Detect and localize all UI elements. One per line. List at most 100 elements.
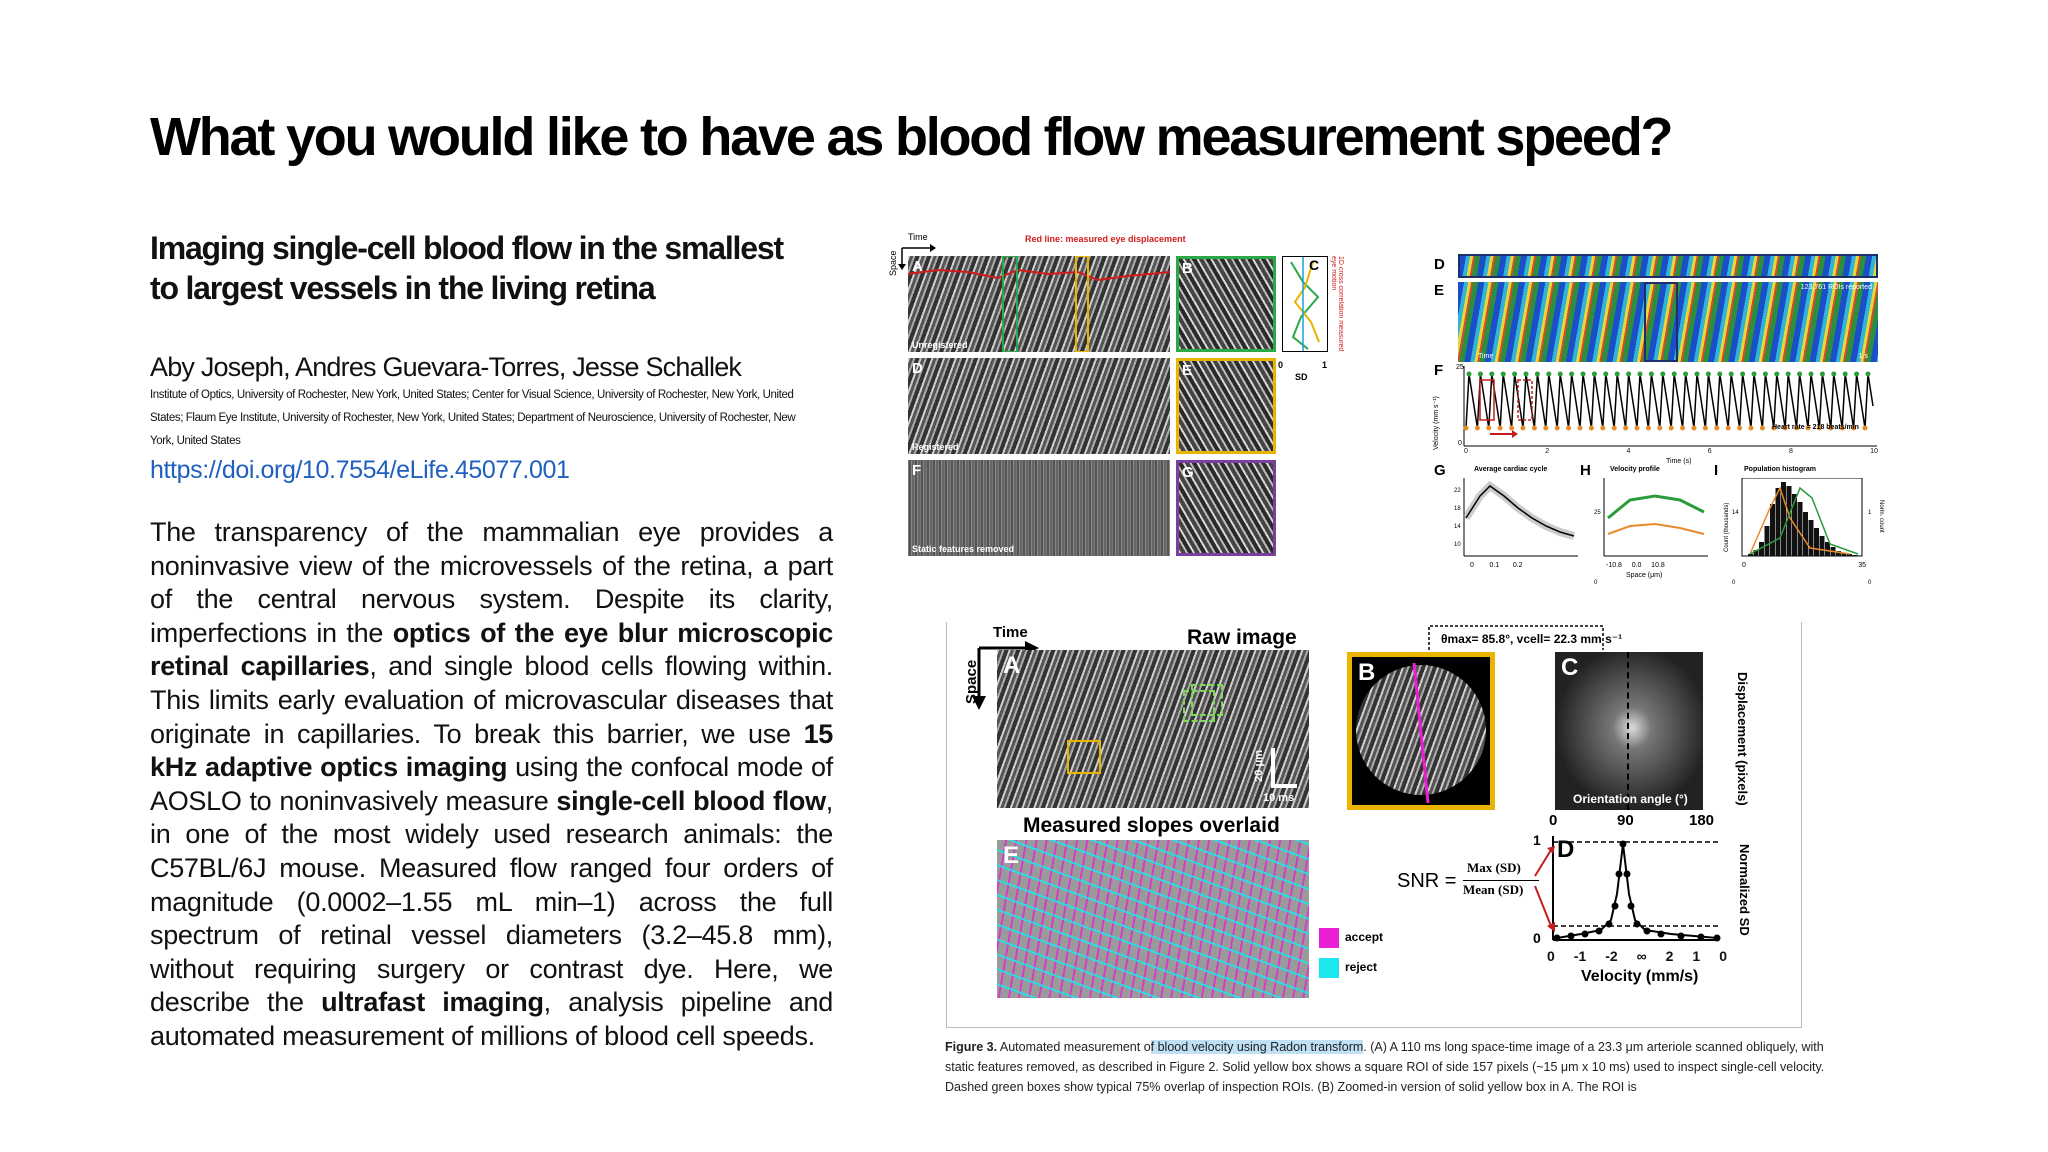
fig2-velocity-trace [1463, 366, 1877, 447]
tick: -1 [1573, 948, 1587, 964]
peak-dot [1694, 371, 1700, 377]
fig1-panel-a: A Unregistered [908, 256, 1170, 352]
fig2-f-tick: 6 [1707, 448, 1712, 455]
snr-dot [1619, 840, 1627, 848]
figure-1: Time Space Red line: measured eye displa… [888, 232, 1390, 563]
trough-dot [1474, 425, 1480, 431]
hist-bar [1825, 542, 1830, 556]
fig2-velocity-profile-plot [1603, 478, 1708, 557]
hist-bar [1781, 482, 1786, 556]
doi-link[interactable]: https://doi.org/10.7554/eLife.45077.001 [150, 456, 570, 484]
figure-2: D E 123,761 ROIs reported Time 1 s F 25 … [1430, 250, 1890, 586]
trough-dot [1588, 425, 1594, 431]
peak-dot [1660, 371, 1666, 377]
abstract-bold: 15 kHz adaptive optics imaging [150, 718, 833, 783]
fig3-raw-image-label: Raw image [1187, 626, 1297, 649]
hist-bar [1764, 526, 1770, 556]
abstract-bold: single-cell blood flow [556, 785, 826, 816]
scale-bar-icon [1271, 748, 1297, 788]
fig1-c-label: C [1309, 257, 1320, 273]
fig3-a-label: A [1003, 652, 1021, 679]
peak-dot [1785, 371, 1791, 377]
trough-dot [1497, 425, 1503, 431]
fig3-green-roi [1183, 690, 1215, 722]
fig2-f-tick: 0 [1464, 448, 1468, 455]
peak-dot [1489, 371, 1495, 377]
peak-dot [1523, 371, 1529, 377]
peak-dot [1854, 371, 1860, 377]
trough-dot [1759, 425, 1765, 431]
fig3-panel-c: C Orientation angle (°) [1555, 652, 1703, 810]
fig1-sd-label: SD [1295, 372, 1308, 382]
trough-dot [1486, 425, 1492, 431]
tick: 0 [1732, 580, 1736, 586]
fig1-e-label: E [1182, 362, 1193, 379]
fig2-cardiac-cycle-plot [1462, 478, 1578, 557]
peak-dot [1591, 371, 1597, 377]
fig1-time-label: Time [908, 232, 928, 242]
abstract-segment: using the confocal mode of AOSLO to noni… [150, 752, 833, 816]
tick: 0.2 [1512, 562, 1523, 569]
abstract-segment: , in one of the most widely used researc… [150, 785, 833, 1018]
correlation-curve-icon [1290, 257, 1320, 351]
trough-dot [1851, 425, 1857, 431]
fig1-registered-label: Registered [912, 442, 959, 452]
hist-bar [1753, 550, 1759, 556]
abstract-bold: ultrafast imaging [321, 987, 544, 1018]
trough-dot [1577, 425, 1583, 431]
fig2-avg-cycle: Average cardiac cycle [1474, 466, 1548, 473]
hist-bar [1814, 528, 1819, 556]
trough-dot [1543, 425, 1549, 431]
peak-dot [1705, 371, 1711, 377]
peak-dot [1808, 371, 1814, 377]
tick: 10.8 [1651, 562, 1665, 569]
fig1-panel-d: D Registered [908, 358, 1170, 454]
abstract-segment: , and single blood cells flowing within.… [150, 651, 833, 749]
fig3-radon-line-icon [1412, 662, 1430, 804]
fig2-d-label: D [1434, 256, 1445, 273]
tick: 0 [1470, 562, 1474, 569]
snr-dot [1615, 870, 1623, 878]
snr-dot [1553, 934, 1561, 942]
snr-numerator: Max (SD) [1467, 860, 1521, 875]
fig2-g-ticks: 0 0.1 0.2 [1470, 562, 1523, 569]
fig2-1s-label: 1 s [1858, 353, 1868, 360]
snr-dot [1643, 927, 1651, 935]
fig3-velocity-label: Velocity (mm/s) [1581, 968, 1699, 985]
trough-dot [1657, 425, 1663, 431]
fig1-unregistered-label: Unregistered [912, 340, 968, 350]
hist-bar [1819, 536, 1825, 556]
snr-dot [1627, 902, 1635, 910]
hist-bar [1841, 553, 1847, 556]
snr-dot [1713, 934, 1721, 942]
hist-bar [1836, 551, 1841, 556]
fig3-d-label: D [1557, 836, 1575, 863]
fig3-panel-a: A 20 μm 10 ms [997, 650, 1309, 808]
trough-dot [1816, 425, 1822, 431]
peak-dot [1626, 371, 1632, 377]
fig2-pop-hist: Population histogram [1744, 466, 1816, 473]
fig2-h-label: H [1580, 462, 1591, 479]
paper-authors: Aby Joseph, Andres Guevara-Torres, Jesse… [150, 352, 742, 382]
fig3-norm-sd-label: Normalized SD [1737, 844, 1752, 936]
tick: 0 [1547, 948, 1555, 964]
fig3-orientation-label: Orientation angle (°) [1573, 792, 1688, 806]
figure-3: Time Space Raw image A 20 μm 10 ms B θma… [946, 622, 1802, 1028]
peak-dot [1671, 371, 1677, 377]
snr-dot [1595, 927, 1603, 935]
fig2-time-label: Time [1478, 353, 1494, 360]
caption-text: Automated measurement o [997, 1040, 1151, 1054]
fig1-panel-b: B [1176, 256, 1276, 352]
fig3-e-slopes [997, 840, 1309, 998]
peak-dot [1466, 371, 1472, 377]
fig3-b-label: B [1358, 659, 1376, 686]
peak-dot [1614, 371, 1620, 377]
fig2-time-axis: Time (s) [1666, 458, 1692, 465]
trough-dot [1645, 425, 1651, 431]
fig1-a-label: A [912, 258, 923, 275]
reject-label: reject [1345, 960, 1378, 974]
peak-dot [1728, 371, 1734, 377]
tick: 0 [1868, 580, 1872, 586]
peak-dot [1842, 371, 1848, 377]
